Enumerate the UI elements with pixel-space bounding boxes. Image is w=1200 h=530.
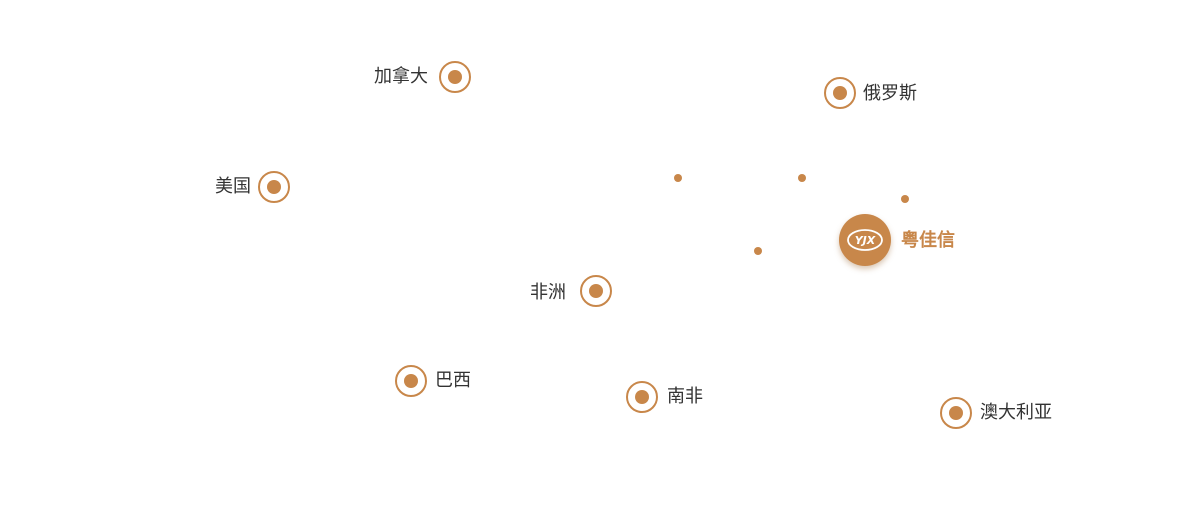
region-label-canada: 加拿大 <box>374 66 428 87</box>
company-logo-text: YJX <box>855 234 876 247</box>
region-label-africa: 非洲 <box>530 282 566 303</box>
route-dot <box>674 174 682 182</box>
company-hub-marker[interactable]: YJX <box>839 214 891 266</box>
region-label-usa: 美国 <box>215 176 251 197</box>
region-marker-brazil[interactable] <box>395 365 427 397</box>
company-hub-label: 粤佳信 <box>901 230 955 251</box>
route-dot <box>754 247 762 255</box>
marker-dot-icon <box>448 70 462 84</box>
region-marker-africa[interactable] <box>580 275 612 307</box>
marker-dot-icon <box>404 374 418 388</box>
region-marker-russia[interactable] <box>824 77 856 109</box>
region-label-russia: 俄罗斯 <box>863 83 917 104</box>
marker-dot-icon <box>833 86 847 100</box>
region-marker-australia[interactable] <box>940 397 972 429</box>
route-dot <box>798 174 806 182</box>
region-label-south-africa: 南非 <box>667 386 703 407</box>
region-marker-canada[interactable] <box>439 61 471 93</box>
region-label-brazil: 巴西 <box>435 370 471 391</box>
marker-dot-icon <box>949 406 963 420</box>
marker-dot-icon <box>635 390 649 404</box>
region-label-australia: 澳大利亚 <box>980 402 1052 423</box>
company-logo-icon: YJX <box>847 229 883 251</box>
marker-dot-icon <box>589 284 603 298</box>
route-dot <box>901 195 909 203</box>
marker-dot-icon <box>267 180 281 194</box>
region-marker-usa[interactable] <box>258 171 290 203</box>
region-marker-south-africa[interactable] <box>626 381 658 413</box>
